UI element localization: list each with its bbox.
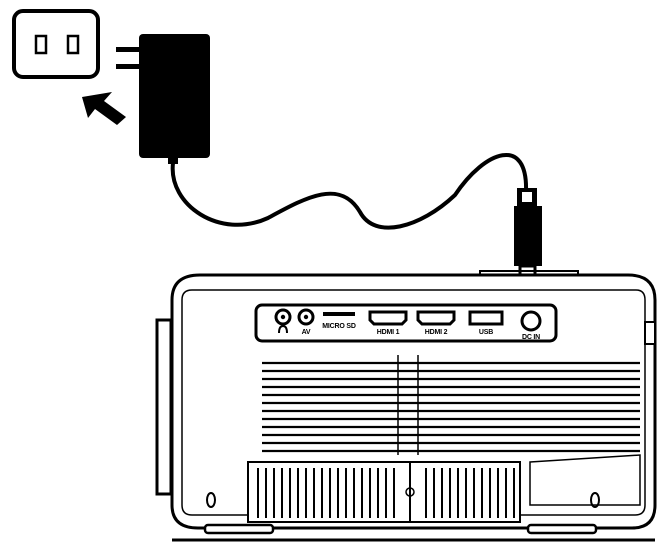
projector-icon [155, 270, 657, 542]
port-audio [274, 308, 292, 334]
headphone-icon [278, 324, 288, 334]
plug-in-arrow-icon [82, 92, 126, 125]
wall-outlet-icon [12, 9, 100, 79]
port-label-hdmi1: HDMI 1 [377, 329, 400, 336]
port-usb: USB [468, 310, 504, 336]
port-label-hdmi2: HDMI 2 [425, 329, 448, 336]
port-label-microsd: MICRO SD [322, 323, 356, 330]
power-adapter-icon [116, 34, 210, 164]
port-microsd: MICRO SD [322, 312, 356, 330]
port-av: AV [297, 308, 315, 336]
port-label-av: AV [302, 329, 311, 336]
port-dcin: DC IN [520, 310, 542, 341]
port-hdmi1: HDMI 1 [368, 310, 408, 336]
port-label-dcin: DC IN [522, 334, 540, 341]
port-label-usb: USB [479, 329, 493, 336]
port-hdmi2: HDMI 2 [416, 310, 456, 336]
power-cable-icon [170, 152, 529, 230]
